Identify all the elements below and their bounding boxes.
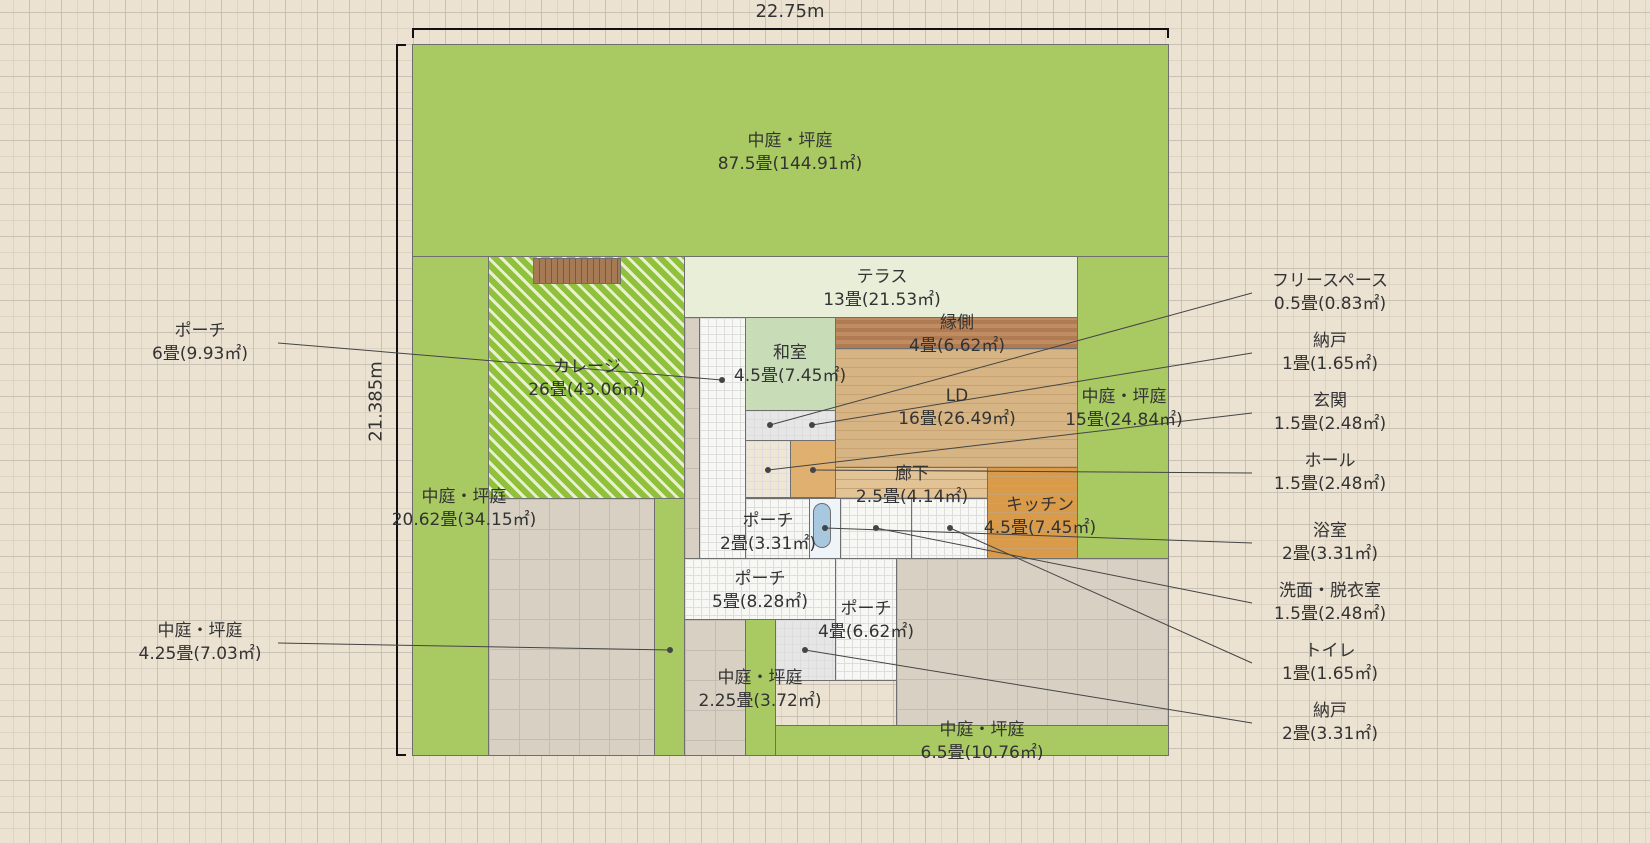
- garden-strip-mid[interactable]: [654, 498, 685, 756]
- room-label: 玄関 1.5畳(2.48㎡): [1274, 390, 1386, 436]
- dimension-line-width: [412, 28, 1169, 30]
- room-area: 1.5畳(2.48㎡): [1273, 474, 1387, 494]
- room-label: 納戸 1畳(1.65㎡): [1282, 330, 1378, 376]
- room-area: 1畳(1.65㎡): [1282, 354, 1378, 374]
- paved-area-bottom: [684, 619, 746, 756]
- room-area: 1.5畳(2.48㎡): [1273, 604, 1387, 624]
- dimension-width-label: 22.75m: [755, 1, 825, 22]
- room-area: 2畳(3.31㎡): [1282, 724, 1378, 744]
- room-name: フリースペース: [1271, 271, 1389, 291]
- garage-deck: [533, 258, 621, 284]
- dimension-tick: [396, 44, 406, 46]
- living-dining[interactable]: [835, 348, 1078, 468]
- room-label: フリースペース 0.5畳(0.83㎡): [1272, 270, 1388, 316]
- room-label: トイレ 1畳(1.65㎡): [1282, 640, 1378, 686]
- porch-4jo[interactable]: [835, 558, 897, 681]
- kitchen[interactable]: [987, 467, 1078, 559]
- room-label: 中庭・坪庭 4.25畳(7.03㎡): [139, 620, 262, 666]
- room-name: ホール: [1304, 451, 1356, 471]
- paved-area-center: [684, 317, 700, 559]
- room-name: ポーチ: [174, 321, 226, 341]
- room-label: ポーチ 6畳(9.93㎡): [152, 320, 248, 366]
- hall[interactable]: [790, 440, 836, 498]
- porch-6jo[interactable]: [699, 317, 746, 559]
- garden-bottom[interactable]: [775, 725, 1169, 756]
- room-name: トイレ: [1304, 641, 1356, 661]
- room-name: 納戸: [1313, 331, 1347, 351]
- room-label: 洗面・脱衣室 1.5畳(2.48㎡): [1274, 580, 1386, 626]
- garden-right[interactable]: [1077, 256, 1169, 559]
- terrace[interactable]: [684, 256, 1078, 318]
- paved-area-left: [488, 498, 655, 756]
- bathtub: [813, 503, 831, 548]
- garage[interactable]: [488, 256, 685, 499]
- garden-strip-small[interactable]: [745, 619, 776, 756]
- room-area: 0.5畳(0.83㎡): [1273, 294, 1387, 314]
- engawa[interactable]: [835, 317, 1078, 349]
- room-name: 浴室: [1313, 521, 1347, 541]
- room-area: 2畳(3.31㎡): [1282, 544, 1378, 564]
- room-area: 1.5畳(2.48㎡): [1273, 414, 1387, 434]
- genkan[interactable]: [745, 440, 791, 498]
- storage-free-space[interactable]: [745, 410, 836, 441]
- room-name: 洗面・脱衣室: [1279, 581, 1381, 601]
- toilet[interactable]: [911, 498, 988, 559]
- room-name: 玄関: [1313, 391, 1347, 411]
- garden-left[interactable]: [412, 256, 489, 756]
- dimension-line-height: [396, 44, 398, 756]
- room-label: ホール 1.5畳(2.48㎡): [1274, 450, 1386, 496]
- porch-2jo[interactable]: [745, 498, 810, 559]
- storage-2jo[interactable]: [775, 619, 836, 681]
- dimension-height-label: 21.385m: [365, 361, 387, 442]
- room-name: 中庭・坪庭: [157, 621, 243, 641]
- dimension-tick: [1167, 28, 1169, 38]
- dimension-tick: [396, 754, 406, 756]
- porch-5jo[interactable]: [684, 558, 836, 620]
- room-area: 4.25畳(7.03㎡): [138, 644, 262, 664]
- washitsu[interactable]: [745, 317, 836, 411]
- hallway[interactable]: [835, 467, 988, 499]
- room-name: 納戸: [1313, 701, 1347, 721]
- room-area: 6畳(9.93㎡): [152, 344, 248, 364]
- garden-top[interactable]: [412, 44, 1169, 257]
- dimension-tick: [412, 28, 414, 38]
- room-area: 1畳(1.65㎡): [1282, 664, 1378, 684]
- paved-area-right: [896, 558, 1169, 726]
- washroom[interactable]: [840, 498, 912, 559]
- room-label: 浴室 2畳(3.31㎡): [1282, 520, 1378, 566]
- room-label: 納戸 2畳(3.31㎡): [1282, 700, 1378, 746]
